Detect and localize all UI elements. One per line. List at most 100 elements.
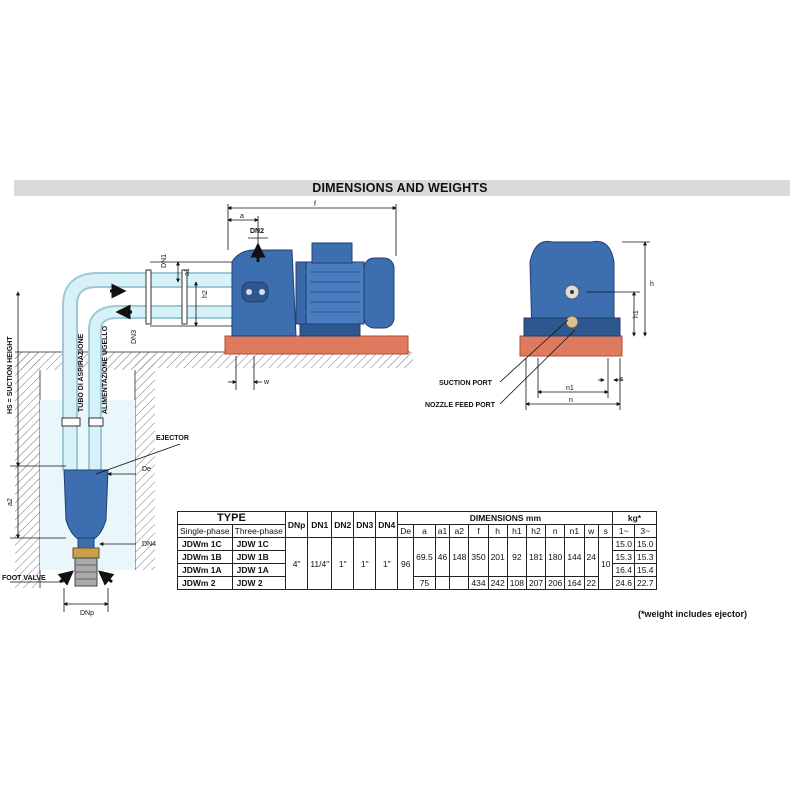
pipes <box>61 269 232 470</box>
cell-n-g1: 180 <box>545 537 566 577</box>
col-a1: a1 <box>434 524 451 538</box>
cell-kg1: 15.0 <box>612 537 635 551</box>
cell-dn4: 1" <box>375 537 399 590</box>
cell-w-g1: 24 <box>583 537 599 577</box>
col-f: f <box>468 524 489 538</box>
cell-kg1: 15.3 <box>612 550 635 564</box>
label-de: De <box>142 466 151 473</box>
cell-kg3: 22.7 <box>633 576 657 590</box>
label-nozzle-feed-port: NOZZLE FEED PORT <box>425 402 496 409</box>
col-n1: n1 <box>564 524 585 538</box>
label-dn3: DN3 <box>131 330 138 344</box>
cell-h-g2: 242 <box>487 576 508 590</box>
label-h: h <box>650 281 654 288</box>
table-subheader-row: Single-phase Three-phase De a a1 a2 f h … <box>177 524 657 538</box>
col-dn4: DN4 <box>375 511 399 538</box>
col-n: n <box>545 524 566 538</box>
col-h2: h2 <box>525 524 547 538</box>
col-kg1: 1~ <box>612 524 635 538</box>
cell-kg3: 15.4 <box>633 563 657 577</box>
col-h: h <box>487 524 508 538</box>
cell-h1-g1: 92 <box>506 537 527 577</box>
cell-h1-g2: 108 <box>506 576 527 590</box>
cell-h2-g1: 181 <box>525 537 547 577</box>
label-a2: a2 <box>7 498 14 506</box>
cell-a-g1: 69.5 <box>413 537 436 577</box>
label-dn1: DN1 <box>161 254 168 268</box>
cell-a1-g2 <box>434 576 451 590</box>
table-row: JDWm 1C JDW 1C 4" 11/4" 1" 1" 1" 96 69.5… <box>177 537 657 590</box>
col-kg3: 3~ <box>633 524 657 538</box>
table-row: JDWm 1B JDW 1B 15.3 15.3 <box>177 550 657 564</box>
model-three: JDW 1B <box>231 550 286 564</box>
cell-dn2: 1" <box>331 537 355 590</box>
model-single: JDWm 1B <box>177 550 233 564</box>
dimension-lines <box>10 204 650 612</box>
cell-f-g2: 434 <box>468 576 489 590</box>
cell-dn3: 1" <box>353 537 377 590</box>
cell-a2-g2 <box>449 576 470 590</box>
title-band <box>14 180 790 196</box>
cell-n-g2: 206 <box>545 576 566 590</box>
label-w: w <box>263 379 270 386</box>
col-w: w <box>583 524 599 538</box>
label-dnp: DNp <box>80 610 94 617</box>
cell-dn1: 11/4" <box>307 537 333 590</box>
cell-a2: 148 <box>449 537 470 577</box>
foot-valve <box>57 547 115 587</box>
col-dn2: DN2 <box>331 511 355 538</box>
table-row: JDWm 2 JDW 2 75 434 242 108 207 206 164 … <box>177 576 657 590</box>
cell-a1: 46 <box>434 537 451 577</box>
col-dn3: DN3 <box>353 511 377 538</box>
kg-header: kg* <box>612 511 657 525</box>
model-three: JDW 2 <box>231 576 286 590</box>
label-h1: h1 <box>633 310 640 318</box>
cell-kg3: 15.0 <box>633 537 657 551</box>
page-title: DIMENSIONS AND WEIGHTS <box>312 181 488 195</box>
model-single: JDWm 2 <box>177 576 233 590</box>
col-dnp: DNp <box>284 511 309 538</box>
col-de: De <box>397 524 415 538</box>
table-row: JDWm 1A JDW 1A 16.4 15.4 <box>177 563 657 577</box>
model-single: JDWm 1C <box>177 537 233 551</box>
label-alimentazione: ALIMENTAZIONE UGELLO <box>102 325 109 414</box>
cell-f-g1: 350 <box>468 537 489 577</box>
label-foot-valve: FOOT VALVE <box>2 575 46 582</box>
label-hs: HS = SUCTION HEIGHT <box>7 336 14 414</box>
col-dn1: DN1 <box>307 511 333 538</box>
cell-h2-g2: 207 <box>525 576 547 590</box>
label-f: f <box>314 201 316 208</box>
pump-side-view <box>224 242 409 355</box>
cell-dnp: 4" <box>284 537 309 590</box>
dimensions-header: DIMENSIONS mm <box>397 511 614 525</box>
cell-h-g1: 201 <box>487 537 508 577</box>
cell-n1-g1: 144 <box>564 537 585 577</box>
label-dn4: DN4 <box>142 541 156 548</box>
label-dn2: DN2 <box>250 228 264 235</box>
label-ejector: EJECTOR <box>156 435 189 442</box>
label-n: n <box>569 397 573 404</box>
label-suction-port: SUCTION PORT <box>439 380 493 387</box>
single-phase-header: Single-phase <box>177 524 233 538</box>
cell-kg1: 24.6 <box>612 576 635 590</box>
col-h1: h1 <box>506 524 527 538</box>
label-a1: a1 <box>184 268 191 276</box>
weight-note: (*weight includes ejector) <box>638 609 748 619</box>
model-three: JDW 1C <box>231 537 286 551</box>
col-a2: a2 <box>449 524 470 538</box>
cell-w-g2: 22 <box>583 576 599 590</box>
three-phase-header: Three-phase <box>231 524 286 538</box>
pump-front-view <box>519 240 623 357</box>
model-single: JDWm 1A <box>177 563 233 577</box>
cell-a-g2: 75 <box>413 576 436 590</box>
label-tubo: TUBO DI ASPIRAZIONE <box>78 333 85 412</box>
col-s: s <box>597 524 614 538</box>
cell-s: 10 <box>597 537 614 590</box>
col-a: a <box>413 524 436 538</box>
label-a: a <box>240 213 244 220</box>
label-s: s <box>620 376 624 383</box>
model-three: JDW 1A <box>231 563 286 577</box>
table-header-row: TYPE DNp DN1 DN2 DN3 DN4 DIMENSIONS mm k… <box>177 511 657 538</box>
cell-kg3: 15.3 <box>633 550 657 564</box>
